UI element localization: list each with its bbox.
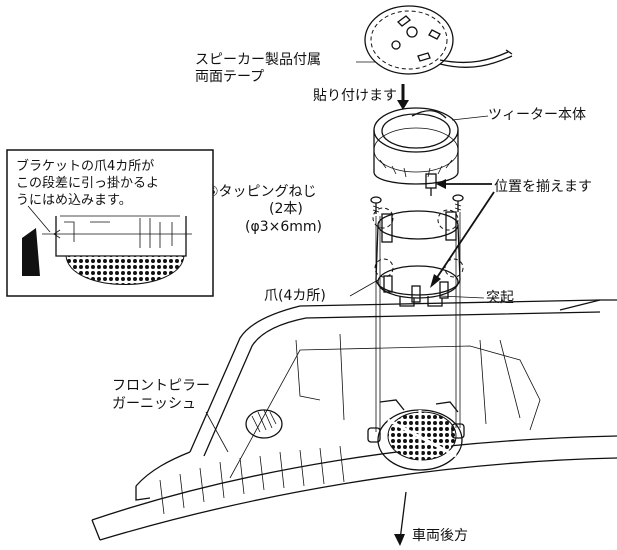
garnish-label-line1: フロントピラー [112, 378, 210, 394]
align-position-label: 位置を揃えます [494, 179, 592, 195]
screw-label-line1: ⑤タッピングねじ [206, 184, 317, 200]
protrusion-label: 突起 [486, 290, 514, 306]
inset-text-line2: この段差に引っ掛かるよ [16, 176, 159, 191]
protrusion-leader [439, 295, 485, 299]
tapping-screw-right [452, 194, 464, 212]
vehicle-rear-label: 車両後方 [412, 527, 468, 544]
claw-leader [349, 279, 379, 297]
inset-text-line3: うにはめ込みます。 [16, 193, 132, 208]
vehicle-rear-arrow-icon [394, 491, 407, 546]
garnish-label-line2: ガーニッシュ [112, 396, 196, 412]
double-sided-tape [364, 5, 513, 75]
screw-label-line2: (2本) [269, 201, 303, 217]
speaker-tape-label-line2: 両面テープ [195, 69, 264, 85]
inset-text-line1: ブラケットの爪4カ所が [16, 158, 154, 174]
inset-box: ブラケットの爪4カ所が この段差に引っ掛かるよ うにはめ込みます。 [6, 149, 214, 297]
screw-label-line3: (φ3×6mm) [245, 219, 322, 235]
front-pillar-garnish [91, 299, 617, 541]
bracket-claw-detail [22, 228, 40, 276]
tweeter-body [373, 107, 459, 196]
down-arrow-icon [397, 84, 409, 110]
tapping-screw-left [370, 196, 382, 214]
garnish-leader [205, 411, 229, 453]
bracket [372, 207, 464, 307]
speaker-tape-label-line1: スピーカー製品付属 [195, 52, 321, 68]
tweeter-leader [451, 115, 489, 121]
tweeter-body-label: ツィーター本体 [488, 107, 586, 123]
claw-label: 爪(4カ所) [264, 288, 326, 304]
align-arrows [430, 179, 495, 288]
stick-label: 貼り付けます [313, 88, 397, 104]
